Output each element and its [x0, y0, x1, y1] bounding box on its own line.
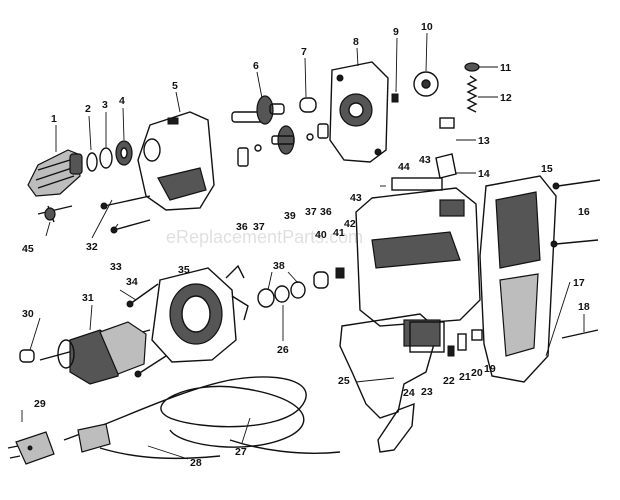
part-handle-left: [339, 313, 441, 419]
label-44: 44: [398, 161, 410, 173]
part-clip: [254, 144, 262, 152]
label-3: 3: [102, 99, 108, 111]
label-39: 39: [284, 210, 296, 222]
label-2: 2: [85, 103, 91, 115]
label-33: 33: [110, 261, 122, 273]
part-washer-b: [274, 285, 290, 303]
part-chuck: [27, 149, 83, 197]
label-7: 7: [301, 46, 307, 58]
label-23: 23: [421, 386, 433, 398]
part-spacer-40: [313, 271, 329, 289]
label-35: 35: [178, 264, 190, 276]
part-brush-cap: [464, 62, 480, 72]
part-armature: [39, 321, 151, 385]
label-27: 27: [235, 446, 247, 458]
watermark: eReplacementParts.com: [166, 227, 363, 247]
part-gear-case: [137, 111, 215, 211]
part-key: [391, 93, 399, 103]
part-labels: 1 2 3 4 5 6 7 8 9 10 11 12 13 14 15 16 1…: [22, 21, 590, 469]
label-8: 8: [353, 36, 359, 48]
part-bushing: [299, 97, 317, 113]
label-43a: 43: [419, 154, 431, 166]
label-19: 19: [484, 363, 496, 375]
part-spacer: [99, 147, 113, 169]
part-clip-41: [335, 267, 345, 279]
label-31: 31: [82, 292, 94, 304]
part-pin-2: [317, 123, 329, 139]
label-16: 16: [578, 206, 590, 218]
label-38: 38: [273, 260, 285, 272]
part-washer-c: [290, 281, 306, 299]
label-6: 6: [253, 60, 259, 72]
part-spindle-gear: [231, 95, 285, 125]
label-17: 17: [573, 277, 585, 289]
part-motor-housing: [355, 177, 481, 327]
label-26: 26: [277, 344, 289, 356]
label-40: 40: [315, 229, 327, 241]
label-9: 9: [393, 26, 399, 38]
label-30: 30: [22, 308, 34, 320]
label-4: 4: [119, 95, 125, 107]
label-43b: 43: [350, 192, 362, 204]
label-15: 15: [541, 163, 553, 175]
part-power-cord: [63, 376, 341, 460]
part-pin: [237, 147, 249, 167]
part-brush: [439, 117, 455, 129]
part-washer: [86, 152, 98, 172]
label-14: 14: [478, 168, 490, 180]
label-45: 45: [22, 243, 34, 255]
label-42: 42: [344, 218, 356, 230]
label-22: 22: [443, 375, 455, 387]
part-bearing-front: [115, 140, 133, 166]
part-brush-spring: [466, 75, 478, 113]
label-21: 21: [459, 371, 471, 383]
part-rear-bearing: [413, 71, 439, 97]
part-washer-a: [257, 288, 275, 308]
label-20: 20: [471, 367, 483, 379]
label-32: 32: [86, 241, 98, 253]
part-case-screws: [100, 195, 151, 234]
label-29: 29: [34, 398, 46, 410]
label-18: 18: [578, 301, 590, 313]
part-switch-lever: [457, 333, 467, 351]
label-37b: 37: [305, 206, 317, 218]
label-36b: 36: [320, 206, 332, 218]
part-plug: [7, 431, 55, 465]
part-chuck-key: [37, 205, 73, 223]
leader-lines: [29, 32, 585, 460]
part-brush-holder: [435, 153, 457, 179]
part-switch: [409, 321, 445, 353]
part-field-screws: [126, 283, 167, 378]
part-clip-2: [306, 133, 314, 141]
part-handle-screws: [550, 179, 601, 248]
label-41: 41: [333, 227, 345, 239]
label-10: 10: [421, 21, 433, 33]
label-36a: 36: [236, 221, 248, 233]
part-switch-spring: [447, 345, 455, 357]
label-1: 1: [51, 113, 57, 125]
part-field-assembly: [151, 264, 249, 363]
part-intermediate-gear: [271, 125, 295, 155]
part-screw-18: [561, 329, 599, 339]
label-12: 12: [500, 92, 512, 104]
label-34: 34: [126, 276, 138, 288]
part-cord-protector: [377, 402, 415, 453]
part-rear-bearing-30: [19, 349, 35, 363]
label-37a: 37: [253, 221, 265, 233]
label-5: 5: [172, 80, 178, 92]
part-handle-right: [479, 175, 557, 383]
part-gear-plate: [329, 61, 389, 163]
label-11: 11: [500, 62, 511, 74]
label-25: 25: [338, 375, 350, 387]
label-24: 24: [403, 387, 415, 399]
label-28: 28: [190, 457, 202, 469]
part-lock-button: [471, 329, 483, 341]
label-13: 13: [478, 135, 490, 147]
